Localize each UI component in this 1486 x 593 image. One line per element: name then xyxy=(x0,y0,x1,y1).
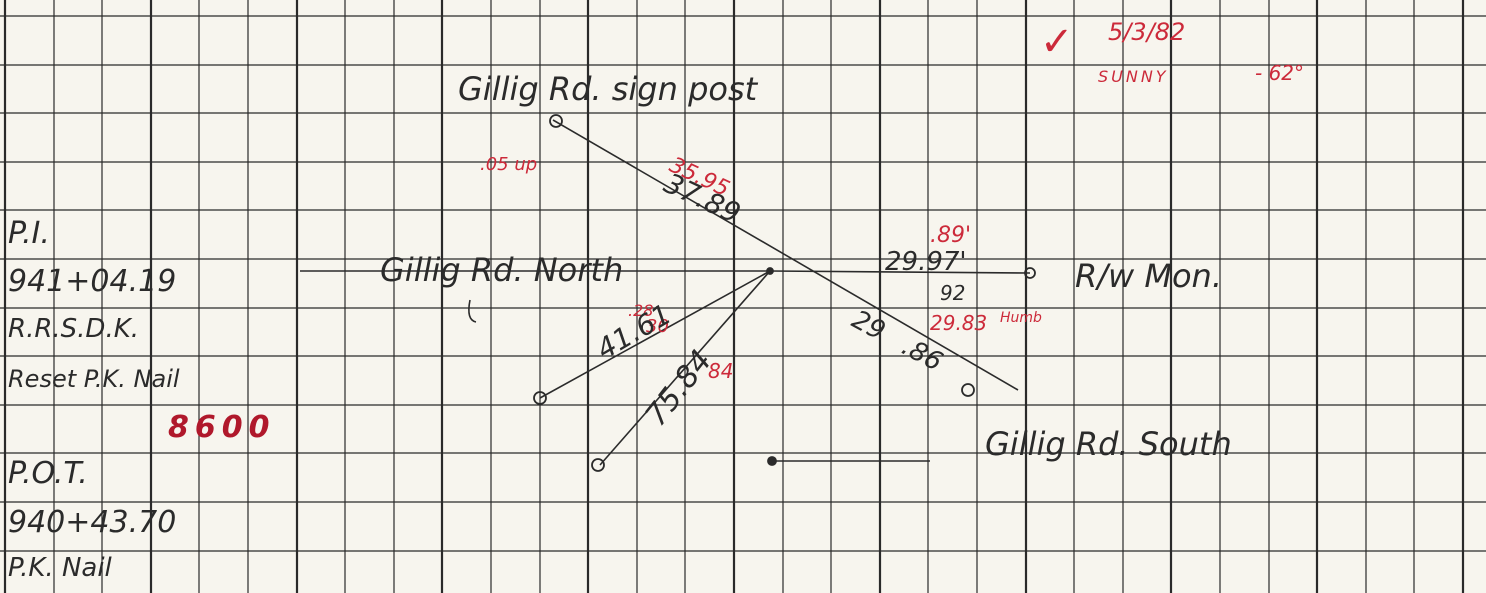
line-to-rw-mon xyxy=(769,270,1031,274)
sign-post-point xyxy=(549,114,563,128)
sw1-point xyxy=(533,391,547,405)
line-sw2 xyxy=(599,270,771,466)
distance-rw-alt: 92 xyxy=(940,281,965,305)
survey-points xyxy=(533,114,1036,472)
up-note: .05 up xyxy=(480,154,537,175)
rw-mon-label: R/w Mon. xyxy=(1075,257,1222,295)
sketch-lines xyxy=(300,119,1031,466)
rw-mon-point xyxy=(1024,267,1036,279)
pi-station: 941+04.19 xyxy=(8,264,176,299)
distance-se-black-b: .86 xyxy=(897,332,948,378)
line-sw1 xyxy=(539,270,771,399)
pot-label: P.O.T. xyxy=(8,456,88,491)
line-sign-to-south xyxy=(552,119,1019,391)
south-point xyxy=(961,383,975,397)
road-north-label: Gillig Rd. North xyxy=(380,251,623,289)
distance-sw2-red: 84 xyxy=(708,359,733,383)
thumb-note: Humb xyxy=(1000,310,1042,326)
sign-post-label: Gillig Rd. sign post xyxy=(458,70,759,108)
distance-sw1-red: .28 xyxy=(628,301,653,320)
temperature-note: - 62° xyxy=(1255,61,1304,85)
weather-note: SUNNY xyxy=(1098,67,1169,86)
distance-se-red: 29.83 xyxy=(930,311,987,335)
pot-station: 940+43.70 xyxy=(8,505,176,540)
road-south-label: Gillig Rd. South xyxy=(985,425,1232,463)
elevation-value: 8600 xyxy=(168,410,276,445)
distance-rw-red: .89' xyxy=(930,223,971,248)
sw2-point xyxy=(591,458,605,472)
distance-sw1-red2: 30 xyxy=(646,316,669,337)
pi-point xyxy=(766,267,774,275)
pot-description: P.K. Nail xyxy=(8,553,113,583)
pi-label: P.I. xyxy=(8,216,50,251)
distance-rw-black: 29.97' xyxy=(885,247,967,277)
distance-sw2-black: 75.84 xyxy=(639,344,719,433)
curl-mark xyxy=(468,299,477,323)
pi-description: R.R.S.D.K. xyxy=(8,314,139,344)
date-note: 5/3/82 xyxy=(1108,18,1185,46)
check-mark: ✓ xyxy=(1040,19,1074,65)
center-point xyxy=(767,456,777,466)
reset-note: Reset P.K. Nail xyxy=(8,365,180,393)
